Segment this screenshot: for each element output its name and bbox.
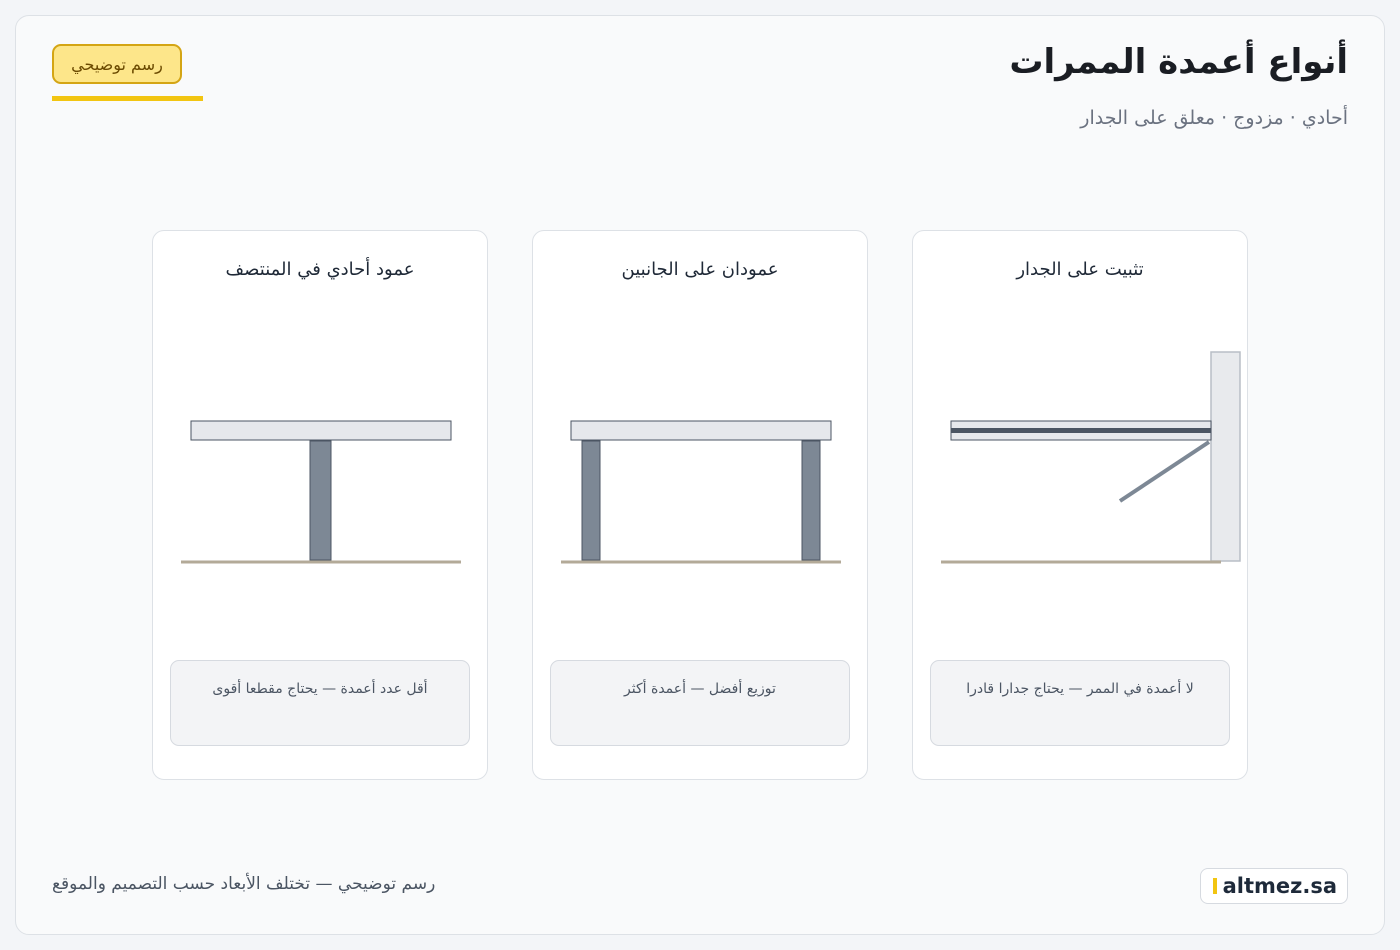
logo-text: altmez.sa — [1222, 874, 1337, 898]
badge-underline — [52, 96, 203, 101]
post-center — [309, 440, 332, 561]
illustration-badge: رسم توضيحي — [52, 44, 182, 84]
card-title: عمود أحادي في المنتصف — [225, 259, 415, 280]
card-wall-mounted: تثبيت على الجدار لا أعمدة في الممر — يحت… — [912, 230, 1248, 780]
card-double-posts: عمودان على الجانبين توزيع أفضل — أعمدة أ… — [532, 230, 868, 780]
card-single-post: عمود أحادي في المنتصف أقل عدد أعمدة — يح… — [152, 230, 488, 780]
deck — [570, 420, 832, 441]
page-title: أنواع أعمدة الممرات — [1009, 42, 1348, 82]
single-post-diagram — [181, 420, 461, 564]
page-subtitle: أحادي · مزدوج · معلق على الجدار — [1080, 107, 1348, 129]
logo-mark-icon — [1212, 878, 1217, 894]
card-note: توزيع أفضل — أعمدة أكثر — [550, 660, 850, 746]
card-note: أقل عدد أعمدة — يحتاج مقطعا أقوى — [170, 660, 470, 746]
post-left — [581, 440, 601, 561]
footer-note: رسم توضيحي — تختلف الأبعاد حسب التصميم و… — [52, 874, 436, 894]
wall-mounted-diagram — [941, 351, 1241, 564]
deck — [190, 420, 452, 441]
diagonal-brace — [1118, 440, 1211, 503]
card-title: تثبيت على الجدار — [1016, 259, 1144, 280]
double-posts-diagram — [561, 420, 841, 564]
deck-beam — [951, 428, 1211, 433]
post-right — [801, 440, 821, 561]
card-note: لا أعمدة في الممر — يحتاج جدارا قادرا — [930, 660, 1230, 746]
card-title: عمودان على الجانبين — [621, 259, 779, 280]
wall — [1210, 351, 1241, 562]
brand-logo[interactable]: altmez.sa — [1199, 868, 1348, 904]
